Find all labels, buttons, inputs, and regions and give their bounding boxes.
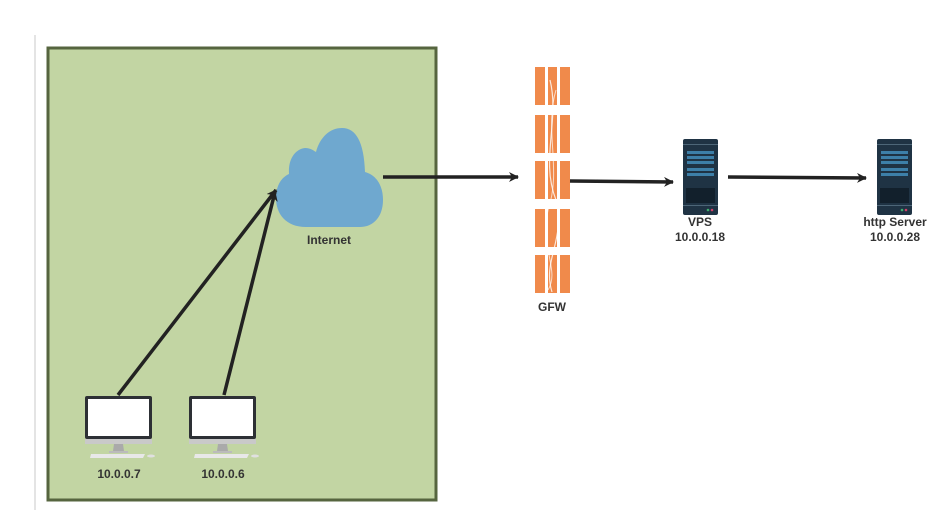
http-server-label: http Server — [863, 215, 927, 229]
vps-ip: 10.0.0.18 — [675, 230, 725, 244]
cloud-icon — [276, 128, 383, 227]
http-server-node[interactable]: http Server 10.0.0.28 — [863, 139, 927, 244]
edge-client1-internet[interactable] — [116, 188, 278, 397]
edge-gfw-vps[interactable] — [569, 176, 674, 187]
firewall-node[interactable]: GFW — [535, 67, 570, 314]
server-icon — [683, 139, 718, 215]
edge-client2-internet[interactable] — [222, 191, 278, 396]
edge-vps-http-server[interactable] — [727, 172, 867, 183]
http-server-ip: 10.0.0.28 — [870, 230, 920, 244]
gfw-label: GFW — [538, 300, 567, 314]
client-1-node[interactable]: 10.0.0.7 — [85, 396, 155, 481]
vps-node[interactable]: VPS 10.0.0.18 — [675, 139, 725, 244]
vps-label: VPS — [688, 215, 712, 229]
client-1-ip: 10.0.0.7 — [97, 467, 141, 481]
client-2-ip: 10.0.0.6 — [201, 467, 245, 481]
internet-node[interactable]: Internet — [276, 128, 383, 247]
server-icon — [877, 139, 912, 215]
client-2-node[interactable]: 10.0.0.6 — [189, 396, 259, 481]
firewall-icon — [535, 67, 570, 293]
internet-label: Internet — [307, 233, 351, 247]
